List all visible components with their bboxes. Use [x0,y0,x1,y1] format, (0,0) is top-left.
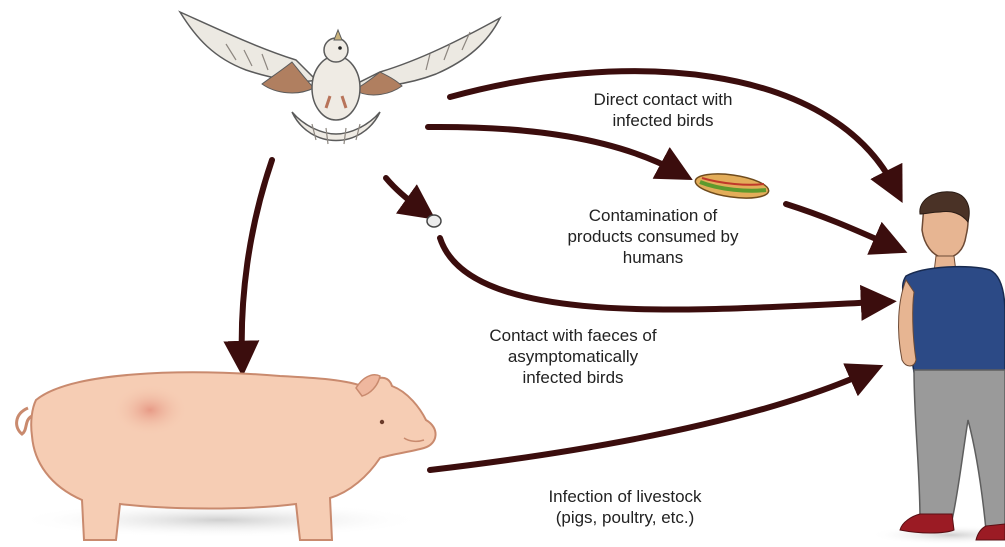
label-direct-contact-line-2: infected birds [548,110,778,131]
arrow-bird-to-sandwich [428,127,678,172]
label-livestock: Infection of livestock (pigs, poultry, e… [500,486,750,528]
label-contamination-line-1: Contamination of [515,205,791,226]
label-contamination-line-2: products consumed by [515,226,791,247]
arrow-bird-to-faeces [386,178,422,210]
label-direct-contact-line-1: Direct contact with [548,89,778,110]
label-contamination-line-3: humans [515,247,791,268]
label-contamination: Contamination of products consumed by hu… [515,205,791,268]
label-faeces-contact-line-3: infected birds [438,367,708,388]
faeces-illustration [427,215,441,227]
arrow-bird-to-pig [242,160,272,360]
label-livestock-line-2: (pigs, poultry, etc.) [500,507,750,528]
label-faeces-contact: Contact with faeces of asymptomatically … [438,325,708,388]
label-faeces-contact-line-1: Contact with faeces of [438,325,708,346]
label-livestock-line-1: Infection of livestock [500,486,750,507]
label-direct-contact: Direct contact with infected birds [548,89,778,131]
label-faeces-contact-line-2: asymptomatically [438,346,708,367]
sandwich-illustration [694,170,770,202]
pig-illustration [15,372,436,540]
arrow-sandwich-to-human [786,204,892,246]
